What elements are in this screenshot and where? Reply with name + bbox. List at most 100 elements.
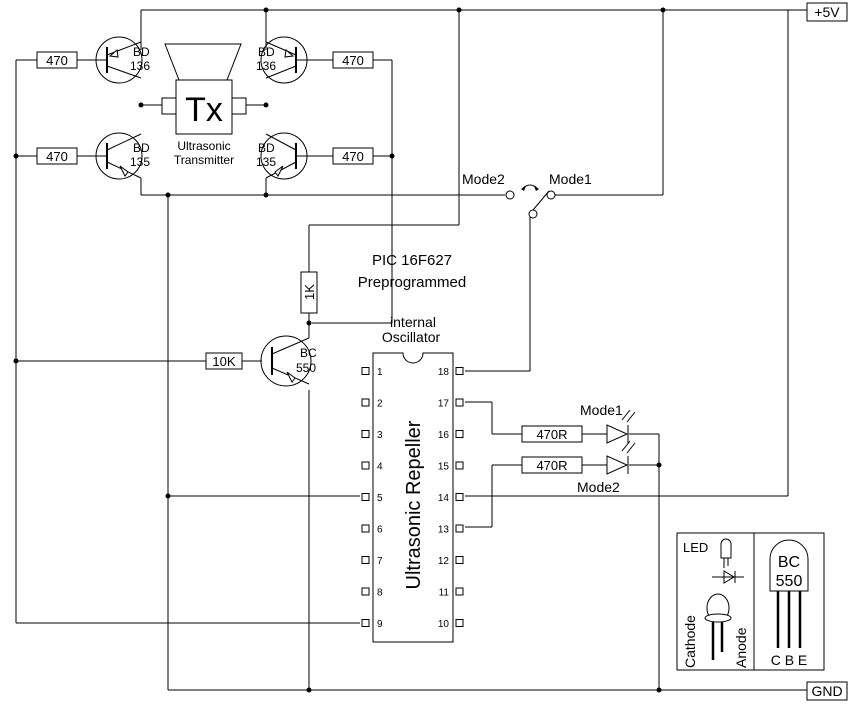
resistor-r7: 470R xyxy=(521,425,583,443)
svg-text:135: 135 xyxy=(130,155,150,169)
transistor-q3: BD 135 xyxy=(95,132,150,180)
svg-text:BD: BD xyxy=(258,45,275,59)
right-pin-number: 11 xyxy=(439,588,450,599)
svg-text:1K: 1K xyxy=(302,284,317,300)
left-pin-number: 5 xyxy=(377,493,383,504)
svg-text:550: 550 xyxy=(776,573,803,590)
svg-text:470: 470 xyxy=(342,53,364,68)
svg-text:470: 470 xyxy=(46,53,68,68)
svg-text:Mode2: Mode2 xyxy=(462,171,505,187)
svg-text:Anode: Anode xyxy=(733,627,749,668)
mcu-titles: PIC 16F627 Preprogrammed internal Oscill… xyxy=(358,252,466,345)
transistor-q5: BC 550 xyxy=(260,335,317,387)
svg-text:BC: BC xyxy=(778,554,800,571)
right-pin-number: 15 xyxy=(438,462,450,473)
led-legend: LED Cathode Anode xyxy=(682,538,749,668)
resistor-r8: 470R xyxy=(521,456,583,474)
pins-left: 1 2 3 4 5 6 7 8 9 xyxy=(361,367,383,630)
right-pin-5: 14 xyxy=(438,493,464,504)
right-pin-8: 11 xyxy=(439,587,464,599)
svg-text:+5V: +5V xyxy=(814,4,840,20)
svg-text:136: 136 xyxy=(130,59,150,73)
left-pin-9: 9 xyxy=(361,619,383,630)
led-mode2: Mode2 xyxy=(577,440,636,495)
left-pin-number: 4 xyxy=(377,462,383,473)
left-pin-2: 2 xyxy=(361,398,383,410)
resistor-r1: 470 xyxy=(36,51,78,69)
left-pin-8: 8 xyxy=(361,587,383,599)
transistor-q1: BD 136 xyxy=(95,36,150,84)
left-pin-number: 9 xyxy=(377,619,383,630)
right-pin-number: 10 xyxy=(438,619,450,630)
right-pin-9: 10 xyxy=(438,619,464,630)
left-pin-3: 3 xyxy=(361,430,383,441)
left-pin-number: 1 xyxy=(377,367,383,378)
right-pin-3: 16 xyxy=(438,430,464,441)
transistor-q2: BD 136 xyxy=(256,36,312,84)
svg-text:Oscillator: Oscillator xyxy=(382,329,441,345)
transistor-q4: BD 135 xyxy=(256,132,312,180)
svg-text:470R: 470R xyxy=(536,458,567,473)
left-pin-5: 5 xyxy=(361,493,383,504)
svg-text:BC: BC xyxy=(300,346,317,360)
pic-chip: Ultrasonic Repeller xyxy=(372,352,454,643)
right-pin-4: 15 xyxy=(438,461,464,473)
resistor-r5-1k: 1K xyxy=(300,271,318,314)
left-pin-number: 3 xyxy=(377,430,383,441)
left-pin-1: 1 xyxy=(361,367,383,378)
resistor-r4: 470 xyxy=(332,147,374,165)
ultrasonic-transmitter: Tx Ultrasonic Transmitter xyxy=(161,43,247,167)
svg-text:Preprogrammed: Preprogrammed xyxy=(358,274,466,291)
bc550-legend: BC 550 C B E xyxy=(769,539,809,668)
left-pin-7: 7 xyxy=(361,556,383,567)
svg-text:BD: BD xyxy=(133,45,150,59)
left-pin-number: 7 xyxy=(377,556,383,567)
led-mode1: Mode1 xyxy=(580,402,636,444)
left-pin-4: 4 xyxy=(361,461,383,473)
svg-text:136: 136 xyxy=(256,59,276,73)
svg-text:Mode1: Mode1 xyxy=(549,171,592,187)
svg-text:internal: internal xyxy=(390,314,436,330)
svg-text:Mode1: Mode1 xyxy=(580,402,623,418)
mode-switch: Mode2 Mode1 xyxy=(462,171,592,219)
resistor-r2: 470 xyxy=(36,147,78,165)
svg-text:PIC 16F627: PIC 16F627 xyxy=(372,252,452,269)
svg-text:LED: LED xyxy=(683,540,708,555)
left-pin-number: 2 xyxy=(377,399,383,410)
right-pin-number: 12 xyxy=(438,556,450,567)
svg-text:470: 470 xyxy=(342,149,364,164)
transmitter-symbol: Tx xyxy=(185,91,223,129)
svg-text:BD: BD xyxy=(133,141,150,155)
svg-text:550: 550 xyxy=(296,361,316,375)
svg-text:Cathode: Cathode xyxy=(682,615,698,668)
wires xyxy=(15,9,807,691)
right-pin-7: 12 xyxy=(438,556,464,567)
svg-text:470R: 470R xyxy=(536,427,567,442)
right-pin-2: 17 xyxy=(438,398,464,410)
vcc-label: +5V xyxy=(806,2,848,22)
right-pin-6: 13 xyxy=(438,524,464,536)
gnd-label: GND xyxy=(806,681,848,701)
right-pin-number: 16 xyxy=(438,430,450,441)
svg-text:BD: BD xyxy=(258,141,275,155)
svg-text:470: 470 xyxy=(46,149,68,164)
svg-text:Mode2: Mode2 xyxy=(577,479,620,495)
right-pin-1: 18 xyxy=(438,367,464,378)
junction-dots xyxy=(13,7,666,693)
svg-text:Transmitter: Transmitter xyxy=(174,153,234,167)
left-pin-6: 6 xyxy=(361,524,383,536)
right-pin-number: 17 xyxy=(438,399,450,410)
right-pin-number: 14 xyxy=(438,493,450,504)
svg-text:GND: GND xyxy=(811,683,842,699)
chip-label: Ultrasonic Repeller xyxy=(403,420,425,589)
svg-text:C B E: C B E xyxy=(771,652,808,668)
svg-text:Ultrasonic: Ultrasonic xyxy=(177,139,230,153)
resistor-r6-10k: 10K xyxy=(205,352,243,370)
right-pin-number: 13 xyxy=(438,525,450,536)
resistor-r3: 470 xyxy=(332,51,374,69)
right-pin-number: 18 xyxy=(438,367,450,378)
pins-right: 18 17 16 15 14 13 12 11 10 xyxy=(438,367,464,630)
left-pin-number: 8 xyxy=(377,588,383,599)
svg-text:135: 135 xyxy=(256,155,276,169)
